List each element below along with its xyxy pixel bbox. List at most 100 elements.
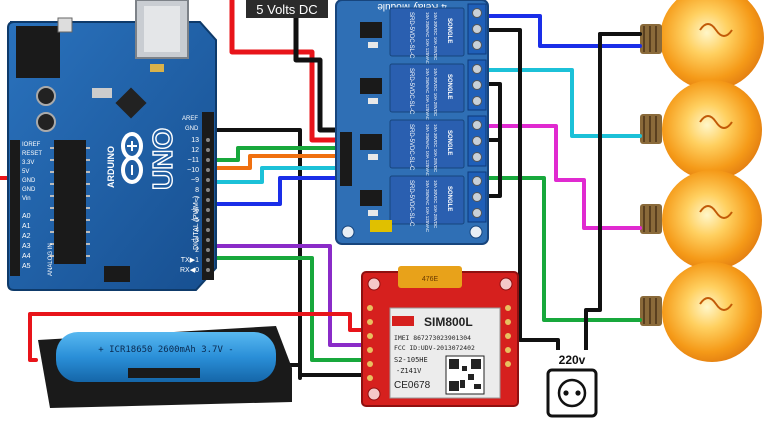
relay-part-label: SRD-5VDC-SL-C — [408, 180, 414, 227]
relay-rating-2: 10A 30VDC 10A 28VDC — [433, 12, 438, 61]
relay-part-label: SRD-5VDC-SL-C — [408, 124, 414, 171]
digital-pin-label: ~6 — [191, 207, 199, 214]
relay-rating-1: 10A 250VAC 10A 125VAC — [425, 180, 430, 233]
terminal-screw — [472, 152, 482, 162]
relay-rating-1: 10A 250VAC 10A 125VAC — [425, 68, 430, 121]
terminal-screw — [472, 80, 482, 90]
analog-pin-label: A3 — [22, 243, 31, 250]
relay-rating-1: 10A 250VAC 10A 125VAC — [425, 12, 430, 65]
wires — [0, 0, 642, 380]
sim800l-module: 476E SIM800L IMEI 867273023901304 FCC ID… — [361, 266, 519, 407]
analog-pin-label: A5 — [22, 263, 31, 270]
digital-pin-label: 12 — [191, 147, 199, 154]
digital-pin — [206, 258, 210, 262]
power-header — [10, 140, 20, 276]
wire-battery-black — [288, 363, 302, 380]
wire-gnd-black — [208, 128, 382, 377]
power-pin-label: Vin — [22, 196, 31, 202]
capacitor-text: 476E — [422, 276, 439, 283]
arduino-analog-label: ANALOG IN — [48, 243, 54, 276]
terminal-screw — [472, 8, 482, 18]
relay-rating-2: 10A 30VDC 10A 28VDC — [433, 68, 438, 117]
wire-battery-red — [28, 312, 382, 362]
power-pin-label: 3.3V — [22, 160, 34, 166]
wire-mains-b — [584, 32, 602, 364]
wire-signal-cyan — [208, 166, 347, 184]
relay-brand-label: SONGLE — [446, 186, 452, 211]
relay-rating-1: 10A 250VAC 10A 125VAC — [425, 124, 430, 177]
bulb-1 — [640, 0, 764, 90]
sim800l-version: -Z141V — [396, 367, 422, 375]
digital-pin-label: ~10 — [187, 167, 199, 174]
wire-bulb-cyan — [478, 68, 642, 138]
relay-terminals — [467, 3, 487, 223]
terminal-screw — [472, 192, 482, 202]
analog-pin-label: A1 — [22, 223, 31, 230]
wire-bulb-green — [478, 176, 642, 322]
digital-pin-label: 13 — [191, 137, 199, 144]
arduino-uno-board: UNO ARDUINO DIGITAL (PWM~) ANALOG IN 131… — [7, 0, 217, 291]
digital-pin-label: TX▶1 — [181, 257, 199, 264]
relay-brand-label: SONGLE — [446, 18, 452, 43]
arduino-digital-label: DIGITAL (PWM~) — [193, 196, 200, 250]
sim800l-lot: S2-105HE — [394, 356, 428, 364]
digital-pin-label: ~11 — [188, 157, 199, 164]
wire-bulb-magenta — [478, 124, 642, 230]
mains-socket: 220v — [546, 350, 598, 418]
relay-rating-2: 10A 30VDC 10A 28VDC — [433, 180, 438, 229]
relay-part-label: SRD-5VDC-SL-C — [408, 68, 414, 115]
socket-icon — [557, 378, 587, 408]
relay-part-label: SRD-5VDC-SL-C — [408, 12, 414, 59]
digital-pin-label: 7 — [195, 197, 199, 204]
power-pin-label: GND — [22, 187, 36, 193]
wire-signal-orange — [208, 154, 347, 170]
mains-voltage-label: 220v — [559, 353, 586, 367]
sim800l-fcc: FCC ID:UDV-2013072402 — [394, 344, 475, 352]
power-pin-label: 5V — [22, 169, 29, 175]
relay-brand-label: SONGLE — [446, 74, 452, 99]
bulb-3 — [640, 170, 762, 270]
sim800l-imei: IMEI 867273023901304 — [394, 334, 471, 342]
wire-5v-black — [293, 15, 341, 133]
wire-5v-red — [229, 0, 341, 143]
aref-pin-label: AREF — [182, 116, 198, 122]
digital-pin-label: RX◀0 — [180, 267, 199, 274]
digital-pin-label: 8 — [195, 187, 199, 194]
battery-holder: + ICR18650 2600mAh 3.7V - — [38, 326, 292, 408]
qr-code-icon — [445, 355, 485, 395]
digital-pin — [206, 188, 210, 192]
terminal-screw — [472, 176, 482, 186]
analog-pin-label: A0 — [22, 213, 31, 220]
terminal-screw — [472, 120, 482, 130]
analog-pin-label: A2 — [22, 233, 31, 240]
terminal-screw — [472, 136, 482, 146]
battery-cell — [56, 332, 276, 382]
power-pin-label: IOREF — [22, 142, 41, 148]
digital-pin — [206, 268, 210, 272]
sim800l-ce-mark: CE0678 — [394, 380, 431, 391]
relay-rating-2: 10A 30VDC 10A 28VDC — [433, 124, 438, 173]
digital-pin-label: ~9 — [191, 177, 199, 184]
digital-pin — [206, 148, 210, 152]
arduino-brand-label: ARDUINO — [106, 146, 116, 188]
digital-pin — [206, 248, 210, 252]
digital-pin — [206, 218, 210, 222]
tantalum-capacitor — [398, 266, 462, 288]
digital-pin — [206, 198, 210, 202]
digital-pin-label: 2 — [195, 247, 199, 254]
gnd-pin-label: GND — [185, 126, 199, 132]
relay-brand-label: SONGLE — [446, 130, 452, 155]
battery-label: + ICR18650 2600mAh 3.7V - — [98, 345, 233, 355]
wire-mains-a — [478, 28, 560, 364]
bulb-2 — [640, 80, 762, 180]
